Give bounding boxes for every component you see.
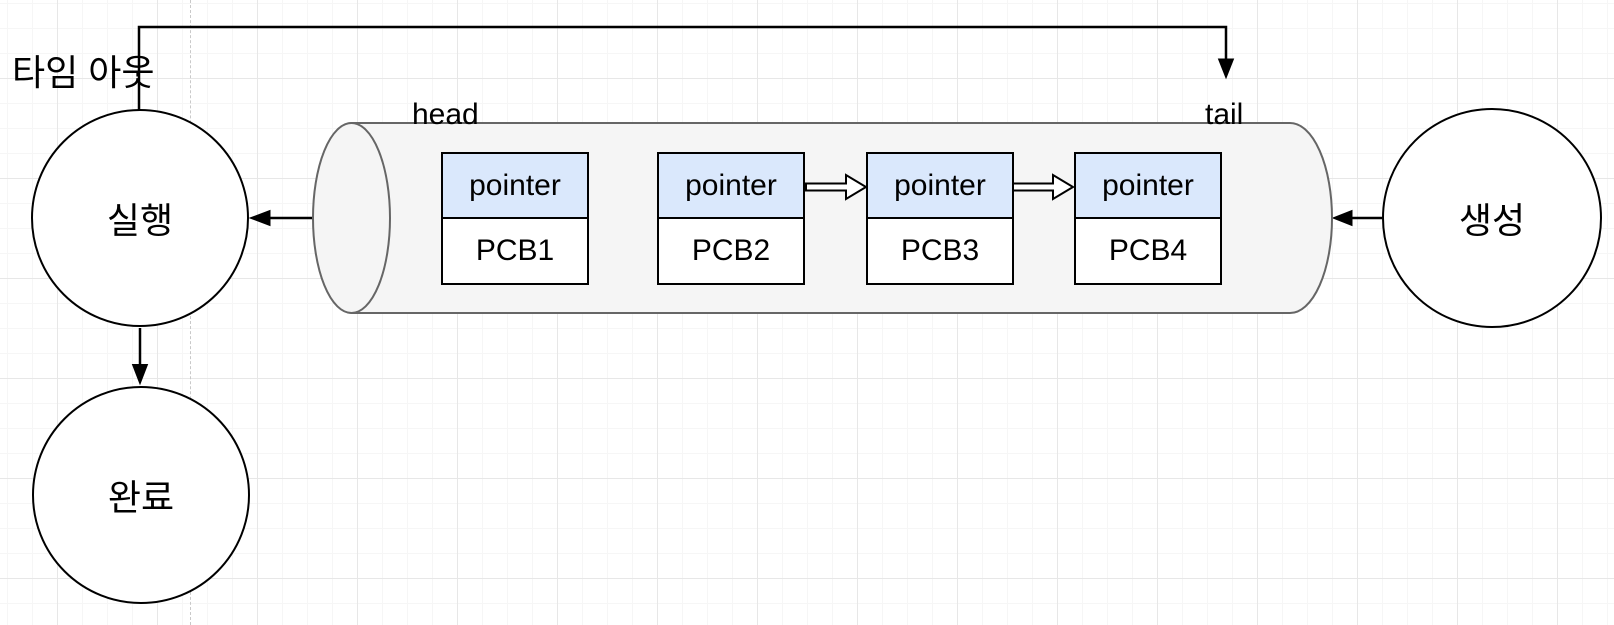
state-circle-done[interactable]: 완료 xyxy=(32,386,250,604)
pcb2-cell[interactable]: PCB2 xyxy=(657,217,805,285)
pcb4-pointer-cell[interactable]: pointer xyxy=(1074,152,1222,219)
pcb1-cell[interactable]: PCB1 xyxy=(441,217,589,285)
timeout-label[interactable]: 타임 아웃 xyxy=(12,52,155,93)
admit-arrow[interactable] xyxy=(1331,209,1382,227)
link-arrow-pcb3-pcb4[interactable] xyxy=(1012,173,1075,201)
state-circle-running[interactable]: 실행 xyxy=(31,109,249,327)
state-label-created: 생성 xyxy=(1458,200,1526,241)
pcb1-pointer-cell[interactable]: pointer xyxy=(441,152,589,219)
link-arrow-pcb2-pcb3[interactable] xyxy=(805,173,868,201)
dispatch-arrow[interactable] xyxy=(248,209,313,227)
pcb3-pointer-cell[interactable]: pointer xyxy=(866,152,1014,219)
pcb2-pointer-cell[interactable]: pointer xyxy=(657,152,805,219)
pcb4-cell[interactable]: PCB4 xyxy=(1074,217,1222,285)
pcb-node-1: pointer PCB1 xyxy=(441,152,589,285)
state-label-done: 완료 xyxy=(107,477,175,518)
state-circle-created[interactable]: 생성 xyxy=(1382,108,1602,328)
pcb-node-4: pointer PCB4 xyxy=(1074,152,1222,285)
pcb3-cell[interactable]: PCB3 xyxy=(866,217,1014,285)
state-label-running: 실행 xyxy=(106,200,174,241)
timeout-arrow[interactable] xyxy=(137,25,1235,111)
pcb-node-3: pointer PCB3 xyxy=(866,152,1014,285)
pcb3-label: PCB3 xyxy=(900,234,980,267)
pcb-node-2: pointer PCB2 xyxy=(657,152,805,285)
pcb4-label: PCB4 xyxy=(1108,234,1188,267)
pcb4-pointer-label: pointer xyxy=(1102,168,1194,202)
queue-head-label[interactable]: head xyxy=(412,98,479,131)
pcb1-pointer-label: pointer xyxy=(469,168,561,202)
pcb3-pointer-label: pointer xyxy=(894,168,986,202)
terminate-arrow[interactable] xyxy=(131,328,149,386)
pcb1-label: PCB1 xyxy=(475,234,555,267)
cylinder-cap-ellipse xyxy=(312,122,391,314)
queue-tail-label[interactable]: tail xyxy=(1205,98,1244,131)
pcb2-label: PCB2 xyxy=(691,234,771,267)
pcb2-pointer-label: pointer xyxy=(685,168,777,202)
